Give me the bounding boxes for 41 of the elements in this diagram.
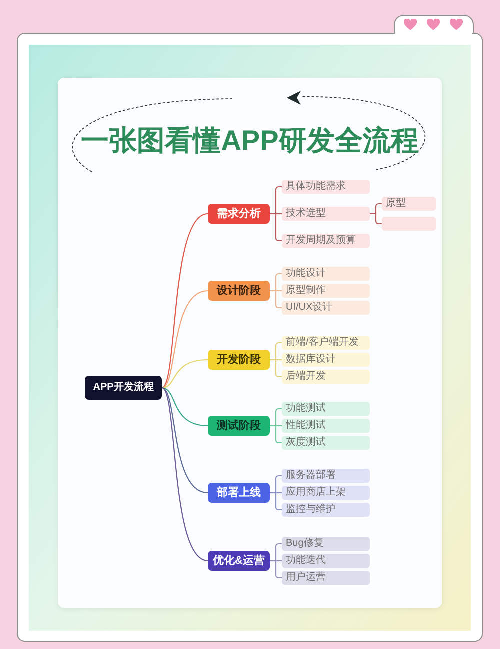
- subtopic: 数据库设计: [282, 353, 370, 367]
- main-branch-topic: 优化&运营: [208, 551, 270, 571]
- subtopic: 后端开发: [282, 370, 370, 384]
- subtopic: 服务器部署: [282, 469, 370, 483]
- branch-line: [162, 388, 208, 494]
- branch-line: [162, 213, 208, 388]
- detail-topic: 原型: [382, 197, 436, 211]
- subtopic: Bug修复: [282, 537, 370, 551]
- subtopic: 灰度测试: [282, 436, 370, 450]
- main-branch-topic: 需求分析: [208, 204, 270, 224]
- branch-line: [270, 425, 282, 444]
- main-branch-topic: 测试阶段: [208, 416, 270, 436]
- subtopic: 监控与维护: [282, 503, 370, 517]
- subtopic: 功能设计: [282, 267, 370, 281]
- branch-line: [270, 213, 282, 242]
- subtopic: 性能测试: [282, 419, 370, 433]
- subtopic: 前端/客户端开发: [282, 336, 370, 350]
- root-topic: APP开发流程: [85, 376, 162, 400]
- title: 一张图看懂APP研发全流程: [81, 125, 419, 157]
- branch-line: [162, 388, 208, 562]
- branch-line: [270, 492, 282, 511]
- subtopic: 应用商店上架: [282, 486, 370, 500]
- blank-topic-box: [382, 217, 436, 231]
- branch-line: [162, 290, 208, 388]
- branch-line: [370, 213, 382, 225]
- branch-line: [270, 359, 282, 378]
- main-branch-topic: 设计阶段: [208, 281, 270, 301]
- subtopic: 原型制作: [282, 284, 370, 298]
- subtopic: 功能测试: [282, 402, 370, 416]
- branch-line: [270, 290, 282, 309]
- branch-line: [162, 387, 208, 427]
- branch-line: [270, 560, 282, 579]
- branch-line: [162, 359, 208, 389]
- subtopic: 开发周期及预算: [282, 234, 370, 248]
- subtopic: UI/UX设计: [282, 301, 370, 315]
- subtopic: 功能迭代: [282, 554, 370, 568]
- main-branch-topic: 部署上线: [208, 483, 270, 503]
- subtopic: 用户运营: [282, 571, 370, 585]
- subtopic: 具体功能需求: [282, 180, 370, 194]
- subtopic: 技术选型: [282, 207, 370, 221]
- main-branch-topic: 开发阶段: [208, 350, 270, 370]
